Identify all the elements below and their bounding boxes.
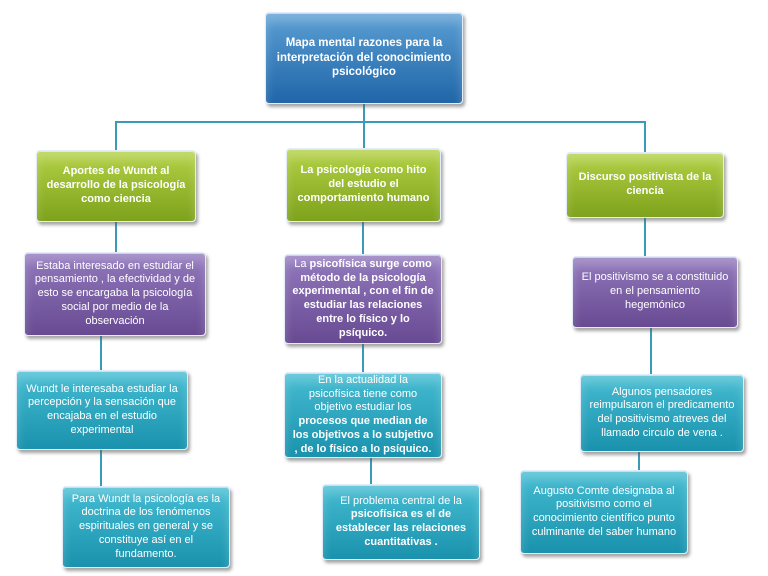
rich-text: El problema central de la psicofísica es… (335, 494, 467, 548)
connector-psicologia-level4 (362, 344, 364, 372)
connector-main-horizontal (115, 121, 646, 123)
connector-positivismo-level4 (650, 328, 652, 374)
node-branch-psicologia: La psicología como hito del estudio el c… (286, 148, 441, 222)
node-root-title: Mapa mental razones para la interpretaci… (265, 12, 463, 104)
node-psicofisica-problema: El problema central de la psicofísica es… (322, 484, 480, 560)
node-comte-positivismo: Augusto Comte designaba al positivismo c… (520, 470, 688, 554)
rich-text: En la actualidad la psicofísica tiene co… (292, 373, 434, 455)
connector-wundt-level3 (115, 222, 117, 252)
node-branch-positivismo: Discurso positivista de la ciencia (566, 152, 724, 218)
connector-root-drop (363, 104, 365, 150)
connector-right-branch-drop (644, 121, 646, 152)
node-wundt-interes: Estaba interesado en estudiar el pensami… (24, 252, 206, 336)
node-pensadores-positivismo: Algunos pensadores reimpulsaron el predi… (580, 374, 744, 452)
rich-text: La psicofísica surge como método de la p… (292, 257, 434, 339)
connector-psicologia-level5 (370, 458, 372, 484)
node-wundt-doctrina: Para Wundt la psicología es la doctrina … (62, 486, 230, 568)
node-branch-wundt: Aportes de Wundt al desarrollo de la psi… (36, 150, 196, 222)
connector-psicologia-level3 (362, 222, 364, 254)
connector-positivismo-level3 (644, 218, 646, 256)
connector-wundt-level4 (100, 336, 102, 370)
node-positivismo-hegemonico: El positivismo se a constituido en el pe… (572, 256, 738, 328)
connector-wundt-level5 (100, 450, 102, 486)
node-wundt-percepcion: Wundt le interesaba estudiar la percepci… (16, 370, 188, 450)
node-psicofisica-metodo: La psicofísica surge como método de la p… (284, 254, 442, 344)
node-psicofisica-actualidad: En la actualidad la psicofísica tiene co… (284, 372, 442, 458)
connector-left-branch-drop (115, 121, 117, 150)
connector-positivismo-level5 (638, 452, 640, 470)
